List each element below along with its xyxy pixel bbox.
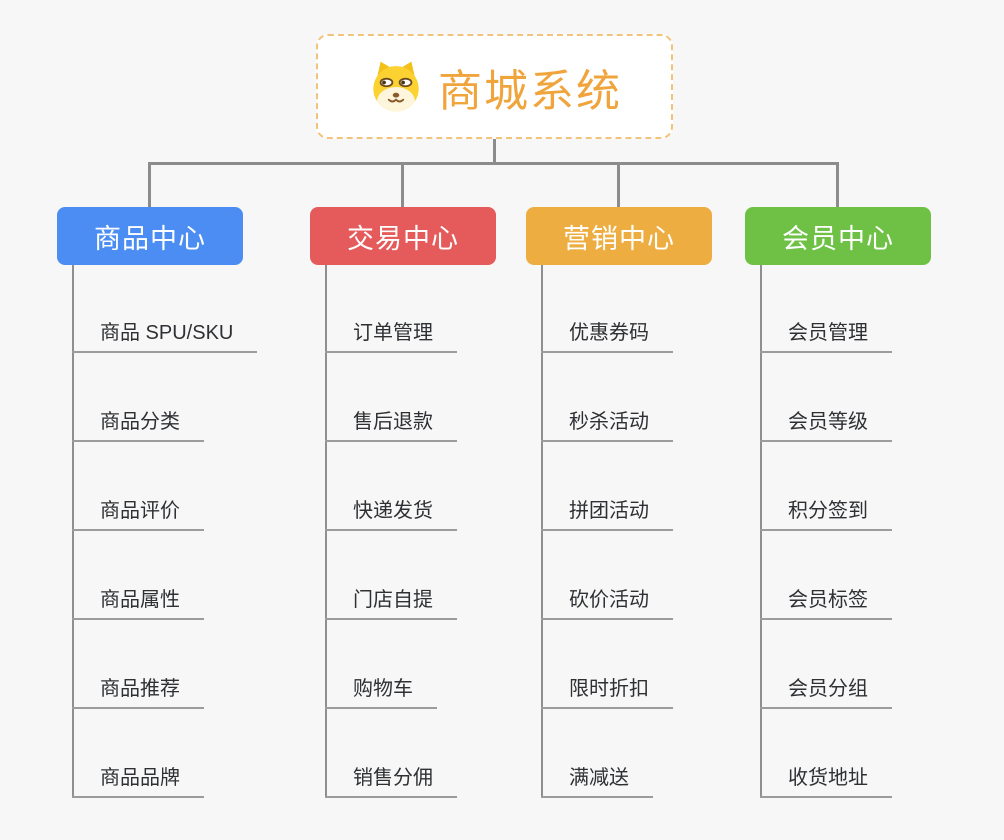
connector-root-drop bbox=[493, 139, 496, 163]
trunk-marketing bbox=[541, 265, 543, 798]
connector-drop-product bbox=[148, 165, 151, 207]
child-topic[interactable]: 商品分类 bbox=[72, 408, 204, 442]
root-title: 商城系统 bbox=[438, 66, 622, 116]
connector-drop-marketing bbox=[617, 165, 620, 207]
child-topic[interactable]: 会员标签 bbox=[760, 586, 892, 620]
child-topic[interactable]: 会员分组 bbox=[760, 675, 892, 709]
connector-drop-member bbox=[836, 165, 839, 207]
child-topic[interactable]: 优惠券码 bbox=[541, 319, 673, 353]
child-topic[interactable]: 售后退款 bbox=[325, 408, 457, 442]
child-topic[interactable]: 商品品牌 bbox=[72, 764, 204, 798]
child-topic[interactable]: 积分签到 bbox=[760, 497, 892, 531]
child-topic[interactable]: 满减送 bbox=[541, 764, 653, 798]
branch-header-member[interactable]: 会员中心 bbox=[745, 207, 931, 265]
child-topic[interactable]: 秒杀活动 bbox=[541, 408, 673, 442]
child-topic[interactable]: 商品 SPU/SKU bbox=[72, 319, 258, 353]
dog-face-icon bbox=[373, 61, 419, 111]
child-topic[interactable]: 会员等级 bbox=[760, 408, 892, 442]
branch-header-marketing[interactable]: 营销中心 bbox=[526, 207, 712, 265]
child-topic[interactable]: 商品推荐 bbox=[72, 675, 204, 709]
trunk-member bbox=[760, 265, 762, 798]
child-topic[interactable]: 门店自提 bbox=[325, 586, 457, 620]
child-topic[interactable]: 购物车 bbox=[325, 675, 437, 709]
child-topic[interactable]: 拼团活动 bbox=[541, 497, 673, 531]
child-topic[interactable]: 销售分佣 bbox=[325, 764, 457, 798]
connector-horizontal-bus bbox=[148, 162, 839, 165]
child-topic[interactable]: 商品属性 bbox=[72, 586, 204, 620]
child-topic[interactable]: 限时折扣 bbox=[541, 675, 673, 709]
connector-drop-trade bbox=[401, 165, 404, 207]
trunk-product bbox=[72, 265, 74, 798]
branch-children-product: 商品 SPU/SKU 商品分类 商品评价 商品属性 商品推荐 商品品牌 bbox=[72, 265, 258, 798]
trunk-trade bbox=[325, 265, 327, 798]
child-topic[interactable]: 快递发货 bbox=[325, 497, 457, 531]
child-topic[interactable]: 会员管理 bbox=[760, 319, 892, 353]
root-node[interactable]: 商城系统 bbox=[316, 34, 673, 139]
child-topic[interactable]: 砍价活动 bbox=[541, 586, 673, 620]
branch-children-marketing: 优惠券码 秒杀活动 拼团活动 砍价活动 限时折扣 满减送 bbox=[541, 265, 673, 798]
branch-header-product[interactable]: 商品中心 bbox=[57, 207, 243, 265]
child-topic[interactable]: 订单管理 bbox=[325, 319, 457, 353]
child-topic[interactable]: 收货地址 bbox=[760, 764, 892, 798]
branch-children-member: 会员管理 会员等级 积分签到 会员标签 会员分组 收货地址 bbox=[760, 265, 892, 798]
branch-header-trade[interactable]: 交易中心 bbox=[310, 207, 496, 265]
branch-children-trade: 订单管理 售后退款 快递发货 门店自提 购物车 销售分佣 bbox=[325, 265, 457, 798]
child-topic[interactable]: 商品评价 bbox=[72, 497, 204, 531]
